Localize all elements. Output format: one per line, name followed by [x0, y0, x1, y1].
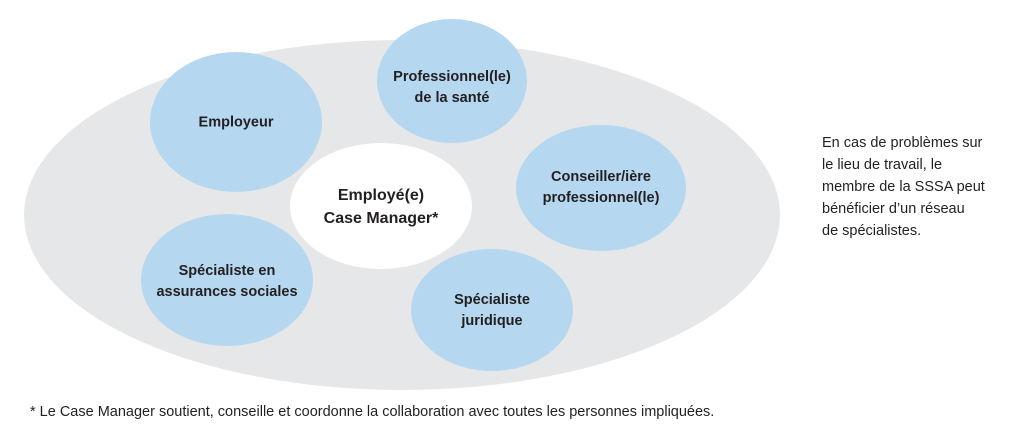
node-conseiller	[516, 125, 686, 251]
side-line: membre de la SSSA peut	[822, 179, 985, 195]
node-label: de la santé	[414, 90, 490, 106]
node-label: Spécialiste	[454, 292, 530, 308]
node-label: Employeur	[198, 114, 274, 131]
label-assurances: Spécialiste en assurances sociales	[156, 261, 297, 303]
side-line: bénéficier d’un réseau	[822, 201, 965, 217]
label-conseiller: Conseiller/ière professionnel(le)	[543, 167, 660, 209]
node-label: juridique	[461, 313, 523, 329]
center-label: Employé(e) Case Manager*	[324, 184, 439, 230]
side-line: En cas de problèmes sur	[822, 135, 983, 151]
label-professionnel: Professionnel(le) de la santé	[393, 67, 511, 109]
label-employeur: Employeur	[199, 113, 274, 134]
node-label: Conseiller/ière	[551, 169, 651, 185]
node-assurances	[141, 214, 313, 346]
center-node	[290, 143, 472, 269]
node-professionnel-sante	[377, 19, 527, 143]
side-line: le lieu de travail, le	[822, 157, 943, 173]
center-line1: Employé(e)	[337, 187, 425, 204]
center-line2: Case Manager*	[323, 210, 439, 227]
node-label: Spécialiste en	[178, 263, 276, 279]
node-label: professionnel(le)	[542, 190, 660, 206]
node-label: Professionnel(le)	[393, 69, 511, 85]
node-employeur	[150, 52, 322, 192]
label-juridique: Spécialiste juridique	[454, 290, 530, 332]
side-description: En cas de problèmes sur le lieu de trava…	[822, 132, 985, 242]
footnote: * Le Case Manager soutient, conseille et…	[30, 404, 715, 420]
node-juridique	[411, 249, 573, 371]
side-line: de spécialistes.	[822, 223, 922, 239]
node-label: assurances sociales	[156, 284, 298, 300]
